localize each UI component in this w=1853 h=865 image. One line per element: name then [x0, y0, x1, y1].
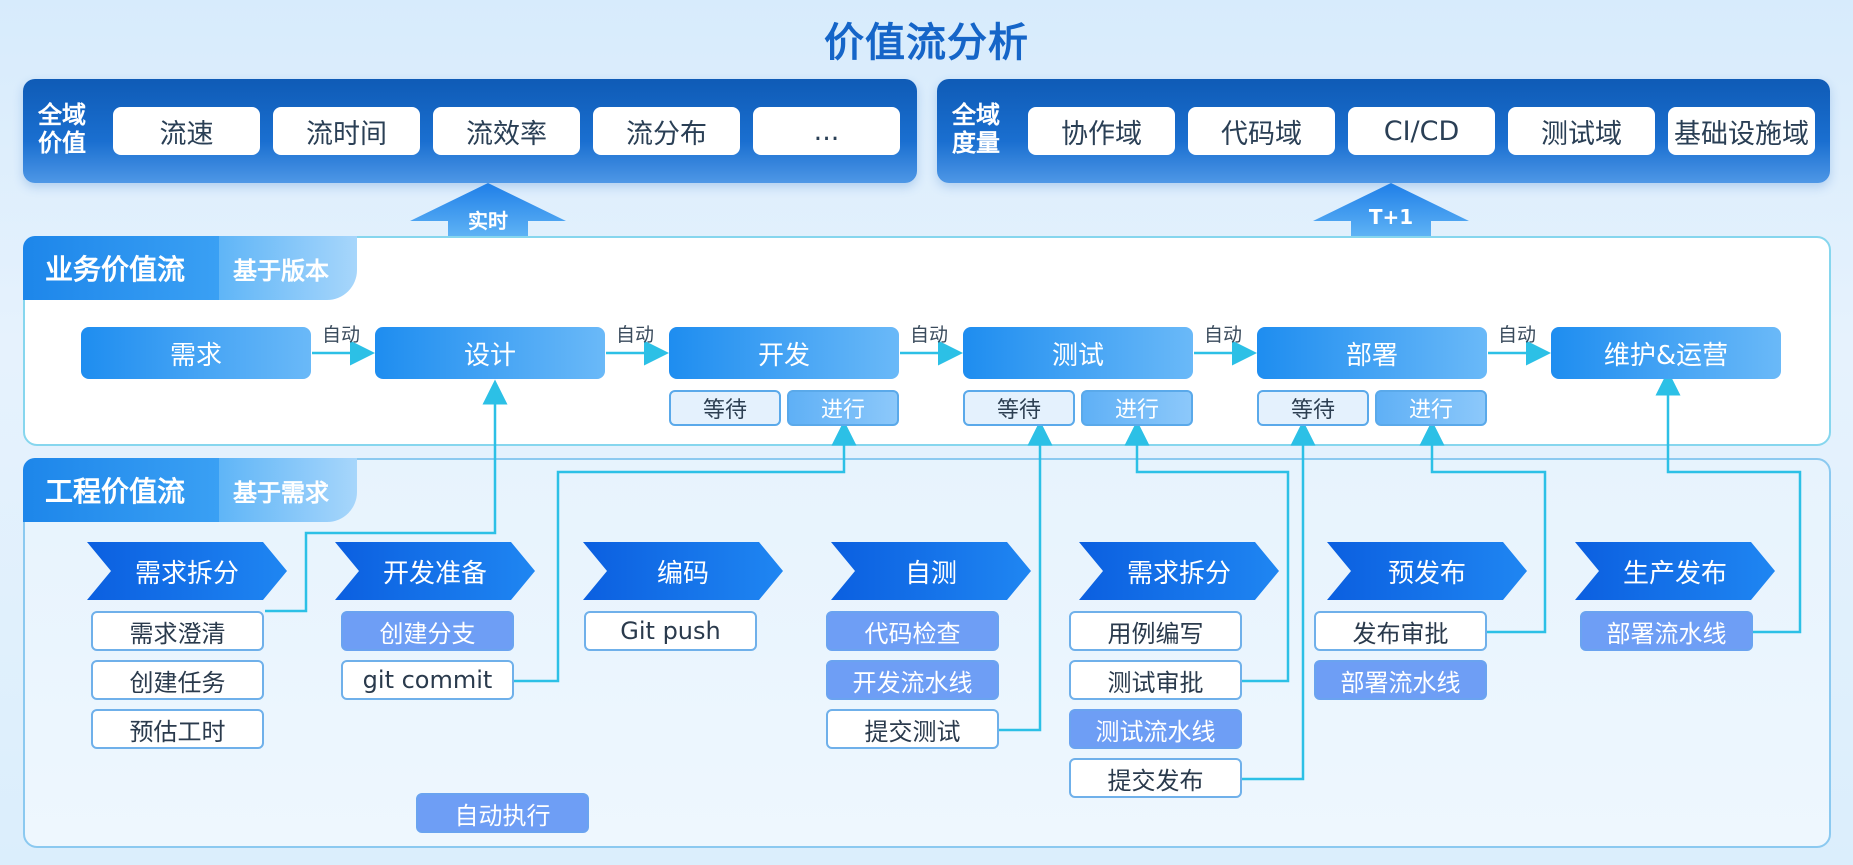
global-value-label: 全域 价值	[38, 101, 86, 157]
global-value-panel: 全域 价值 流速 流时间 流效率 流分布 ...	[23, 79, 917, 183]
action-item-auto[interactable]: 开发流水线	[826, 660, 999, 700]
domain-chip[interactable]: 基础设施域	[1668, 107, 1815, 155]
action-item[interactable]: 需求澄清	[91, 611, 264, 651]
develop-run[interactable]: 进行	[787, 390, 899, 426]
stage-test[interactable]: 测试	[963, 327, 1193, 379]
action-item-auto[interactable]: 创建分支	[341, 611, 514, 651]
global-metric-label: 全域 度量	[952, 101, 1000, 157]
eng-step-requirement-split-2[interactable]: 需求拆分	[1079, 542, 1279, 600]
action-item[interactable]: 测试审批	[1069, 660, 1242, 700]
stage-develop[interactable]: 开发	[669, 327, 899, 379]
test-wait[interactable]: 等待	[963, 390, 1075, 426]
action-item[interactable]: 发布审批	[1314, 611, 1487, 651]
auto-label: 自动	[910, 324, 949, 346]
business-sub-tab: 基于版本	[219, 236, 357, 300]
metric-chip[interactable]: 流时间	[273, 107, 420, 155]
deploy-run[interactable]: 进行	[1375, 390, 1487, 426]
action-item-auto[interactable]: 代码检查	[826, 611, 999, 651]
auto-label: 自动	[322, 324, 361, 346]
action-item-auto[interactable]: 部署流水线	[1314, 660, 1487, 700]
page-title: 价值流分析	[824, 20, 1029, 66]
action-item[interactable]: 用例编写	[1069, 611, 1242, 651]
action-item[interactable]: 创建任务	[91, 660, 264, 700]
auto-label: 自动	[616, 324, 655, 346]
stage-design[interactable]: 设计	[375, 327, 605, 379]
metric-chip[interactable]: 流分布	[593, 107, 740, 155]
stage-operate[interactable]: 维护&运营	[1551, 327, 1781, 379]
business-tab: 业务价值流	[23, 236, 219, 300]
eng-step-pre-release[interactable]: 预发布	[1327, 542, 1527, 600]
auto-label: 自动	[1498, 324, 1537, 346]
action-item[interactable]: git commit	[341, 660, 514, 700]
realtime-arrow-label: 实时	[468, 209, 508, 233]
action-item[interactable]: 提交发布	[1069, 758, 1242, 798]
action-item-auto[interactable]: 部署流水线	[1580, 611, 1753, 651]
domain-chip[interactable]: 代码域	[1188, 107, 1335, 155]
eng-step-production-release[interactable]: 生产发布	[1575, 542, 1775, 600]
stage-deploy[interactable]: 部署	[1257, 327, 1487, 379]
eng-step-dev-prep[interactable]: 开发准备	[335, 542, 535, 600]
global-metric-panel: 全域 度量 协作域 代码域 CI/CD 测试域 基础设施域	[937, 79, 1830, 183]
stage-requirement[interactable]: 需求	[81, 327, 311, 379]
action-item[interactable]: 预估工时	[91, 709, 264, 749]
metric-chip[interactable]: 流速	[113, 107, 260, 155]
deploy-wait[interactable]: 等待	[1257, 390, 1369, 426]
domain-chip[interactable]: CI/CD	[1348, 107, 1495, 155]
eng-step-self-test[interactable]: 自测	[831, 542, 1031, 600]
domain-chip[interactable]: 协作域	[1028, 107, 1175, 155]
metric-chip[interactable]: ...	[753, 107, 900, 155]
auto-execute-legend: 自动执行	[416, 793, 589, 833]
engineering-tab: 工程价值流	[23, 458, 219, 522]
t1-arrow-label: T+1	[1368, 205, 1414, 229]
test-run[interactable]: 进行	[1081, 390, 1193, 426]
auto-label: 自动	[1204, 324, 1243, 346]
action-item[interactable]: Git push	[584, 611, 757, 651]
eng-step-requirement-split[interactable]: 需求拆分	[87, 542, 287, 600]
develop-wait[interactable]: 等待	[669, 390, 781, 426]
action-item[interactable]: 提交测试	[826, 709, 999, 749]
eng-step-coding[interactable]: 编码	[583, 542, 783, 600]
engineering-sub-tab: 基于需求	[219, 458, 357, 522]
action-item-auto[interactable]: 测试流水线	[1069, 709, 1242, 749]
metric-chip[interactable]: 流效率	[433, 107, 580, 155]
domain-chip[interactable]: 测试域	[1508, 107, 1655, 155]
